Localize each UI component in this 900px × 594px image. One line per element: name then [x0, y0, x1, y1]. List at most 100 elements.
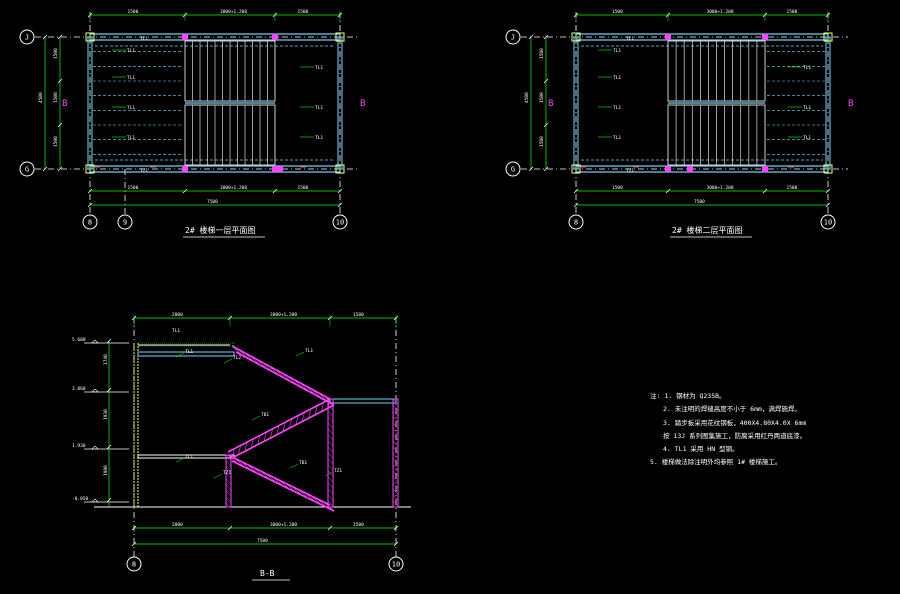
flight-lower-web [227, 454, 239, 465]
column-hatch [327, 494, 334, 501]
dim-text-top: 1500 [298, 9, 309, 15]
beam-tag: TL1 [803, 65, 811, 71]
column [85, 164, 95, 174]
post [687, 166, 693, 172]
flight-upper-web [293, 378, 304, 389]
dim-tick [825, 188, 831, 194]
axis-bubble-top: J [511, 34, 515, 42]
column-hatch [225, 484, 232, 491]
dim-text-left: 1500 [539, 136, 545, 147]
dim-tick [327, 525, 333, 531]
dim-text-bottom: 1500 [787, 185, 798, 191]
column-hatch [225, 490, 232, 497]
flight-lower-web [285, 482, 296, 493]
plan-title: 2# 楼梯二层平面图 [672, 225, 742, 235]
dim-tick [106, 444, 112, 450]
column-hatch [327, 422, 334, 429]
column [335, 32, 345, 42]
dim-tick [393, 541, 399, 547]
axis-bubble-top-circle [505, 29, 521, 45]
column-hatch [392, 488, 399, 495]
dim-tick [227, 525, 233, 531]
annotation-leader [324, 471, 334, 477]
column-hatch [327, 464, 334, 471]
column-hatch [392, 410, 399, 417]
column-hatch [225, 466, 232, 473]
dim-tick [106, 387, 112, 393]
column [571, 32, 581, 42]
dim-tick [42, 166, 48, 172]
section-axis-bubble-left-circle [126, 556, 142, 572]
dim-text-left: 1500 [539, 48, 545, 59]
flight-mid-web [250, 438, 254, 449]
flight-upper-web [286, 375, 298, 386]
flight-upper-web [268, 365, 280, 376]
dim-tick [573, 188, 579, 194]
section-annotation: TL1 [185, 349, 193, 355]
flight-upper-web [250, 355, 261, 366]
axis-bubble-left: 8 [574, 219, 578, 227]
flight-lower-web [297, 489, 309, 499]
beam-left [573, 36, 579, 170]
beam-left [87, 36, 93, 170]
section-dim-top-text: 2000 [172, 312, 183, 318]
axis-bubble-left-circle [568, 214, 584, 230]
flight-upper-web [262, 362, 273, 373]
beam-tag: TL1 [803, 135, 811, 141]
column-hatch [327, 428, 334, 435]
column-hatch [392, 476, 399, 483]
section-axis-bubble-left: 8 [132, 561, 136, 569]
beam-tag: TL1 [613, 105, 621, 111]
column-hatch [392, 440, 399, 447]
column [85, 32, 95, 42]
dim-tick [57, 78, 63, 84]
column-hatch [225, 472, 232, 479]
column-hatch [327, 458, 334, 465]
axis-bubble-right-circle [332, 214, 348, 230]
section-mark-left: B [62, 99, 67, 109]
dim-text-top: 1500 [612, 9, 623, 15]
dim-text-bottom: 3000+1.200 [220, 185, 247, 191]
flight-lower-web [240, 461, 252, 471]
section-dim-v-text: 1930 [103, 409, 109, 420]
dim-tick [337, 202, 343, 208]
section-dim-bottom-text: 3000+1.200 [270, 522, 297, 528]
column-hatch [392, 458, 399, 465]
dim-text-bottom: 1500 [298, 185, 309, 191]
dim-tick [543, 78, 549, 84]
note-line-1: 注: 1. 钢材为 Q235B。 [650, 391, 726, 400]
flight-upper-web [299, 382, 310, 392]
dim-text-top: 1500 [128, 9, 139, 15]
level-text: 1.930 [72, 443, 86, 449]
design-notes: 注: 1. 钢材为 Q235B。2. 未注明的焊缝高度不小于 6mm，满焊施焊。… [650, 391, 806, 466]
column-hatch [327, 440, 334, 447]
flight-upper-web [274, 368, 286, 379]
dim-tick [272, 188, 278, 194]
beam-tag: TL1 [127, 48, 135, 54]
top-platform [137, 351, 235, 357]
column-hatch [392, 482, 399, 489]
dim-text-bottom: 1500 [612, 185, 623, 191]
flight-mid-web [244, 441, 248, 452]
column [823, 32, 833, 42]
flight-lower-web [234, 457, 245, 468]
flight-lower-web [246, 464, 258, 474]
axis-bubble-bottom: G [25, 166, 29, 174]
flight-upper-web [305, 385, 316, 396]
section-annotation: TZ1 [334, 468, 342, 474]
level-text: 5.600 [72, 337, 86, 343]
column-hatch [392, 452, 399, 459]
flight-mid-web [308, 408, 312, 419]
dim-text-top: 3000+1.200 [707, 9, 734, 15]
dim-tick [87, 202, 93, 208]
column-hatch [327, 434, 334, 441]
annotation-leader [295, 351, 305, 357]
flight-lower-web [259, 470, 271, 480]
post [762, 166, 768, 172]
annotation-leader [175, 352, 185, 358]
post [182, 166, 188, 172]
axis-bubble-mid-circle [117, 214, 133, 230]
flight-mid-web [301, 412, 305, 422]
